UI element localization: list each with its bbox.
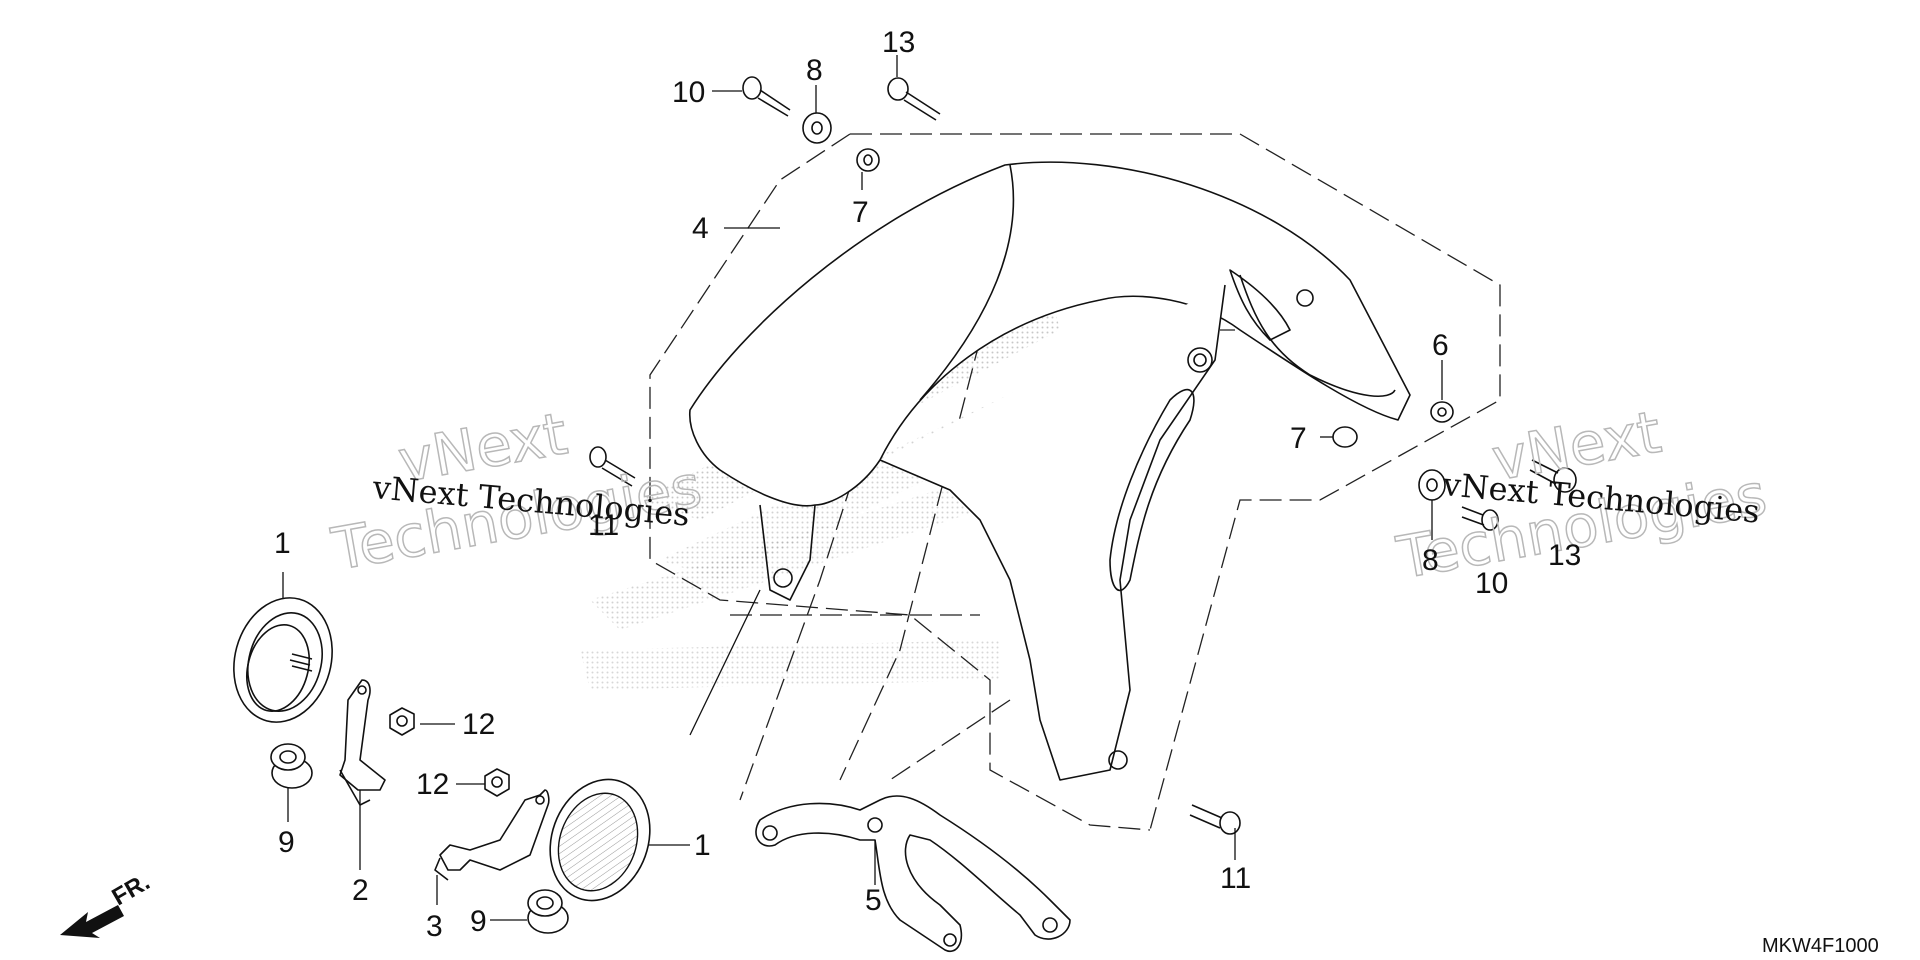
diagram-code: MKW4F1000	[1762, 935, 1879, 957]
callout-7-top: 7	[852, 196, 869, 229]
front-direction-arrow-icon: FR.	[60, 868, 154, 938]
direction-label: FR.	[108, 868, 155, 911]
callout-12-upper: 12	[462, 708, 495, 741]
collar-7-top	[856, 148, 880, 172]
callout-9-right: 9	[470, 905, 487, 938]
callout-5: 5	[865, 884, 882, 917]
bolt-13-right	[1529, 459, 1577, 493]
collar-6	[1430, 401, 1454, 423]
callout-1-right: 1	[694, 829, 711, 862]
callout-8-top: 8	[806, 54, 823, 87]
callout-12-lower: 12	[416, 768, 449, 801]
front-fender	[689, 161, 1411, 781]
callout-6: 6	[1432, 329, 1449, 362]
reflector-right	[549, 778, 651, 902]
callout-11-left: 11	[588, 509, 619, 542]
grommet-right	[527, 889, 569, 934]
bolt-10-top	[742, 76, 791, 117]
washer-8-right	[1418, 469, 1446, 501]
bolt-11-left	[589, 446, 636, 487]
reflector-bracket-left	[339, 679, 386, 806]
callout-3: 3	[426, 910, 443, 943]
grommet-left	[270, 743, 313, 789]
callout-4: 4	[692, 212, 709, 245]
callout-13-right: 13	[1548, 539, 1581, 572]
callout-1-left: 1	[274, 527, 291, 560]
nut-12-lower	[484, 768, 510, 797]
callout-8-right: 8	[1422, 544, 1439, 577]
bolt-13-top	[887, 77, 941, 121]
reflector-left	[233, 597, 333, 723]
callout-2: 2	[352, 874, 369, 907]
nut-12-upper	[389, 707, 415, 736]
callout-7-right: 7	[1290, 422, 1307, 455]
washer-8-top	[802, 112, 832, 144]
callout-numbers: 10 8 13 7 4 6 7 8 10 13 11 11 1 1 12 12 …	[274, 26, 1581, 943]
callout-10-top: 10	[672, 76, 705, 109]
bolt-11-right	[1189, 804, 1241, 835]
collar-7-right	[1332, 426, 1358, 448]
bolt-10-right	[1461, 506, 1499, 531]
fender-stay	[755, 795, 1071, 952]
reflector-bracket-right	[434, 789, 550, 881]
callout-13-top: 13	[882, 26, 915, 59]
callout-9-left: 9	[278, 826, 295, 859]
callout-10-right: 10	[1475, 567, 1508, 600]
callout-11-right: 11	[1220, 862, 1251, 895]
leader-lines	[282, 55, 1443, 921]
